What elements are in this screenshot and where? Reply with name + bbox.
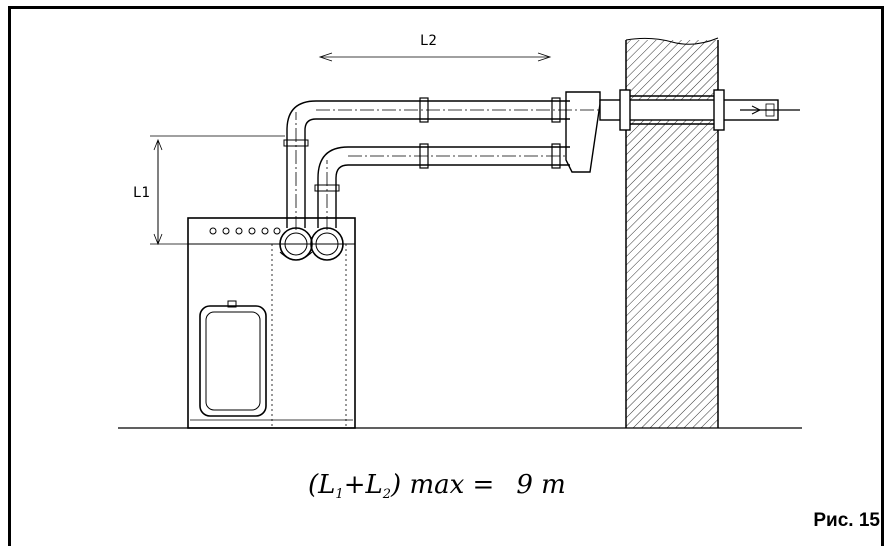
formula-sub-2: 2 bbox=[382, 487, 392, 502]
control-knobs bbox=[209, 227, 281, 235]
dimension-l1 bbox=[150, 135, 285, 246]
formula-max-text: max = bbox=[409, 470, 495, 500]
pipe-splitter bbox=[565, 91, 601, 173]
dimension-l2-label: L2 bbox=[420, 33, 437, 49]
formula-open: (L bbox=[308, 470, 336, 500]
wall-terminal bbox=[599, 89, 800, 131]
formula-value: 9 m bbox=[516, 470, 566, 500]
figure-frame bbox=[8, 6, 884, 546]
formula-plus: +L bbox=[343, 470, 383, 500]
formula-sub-1: 1 bbox=[335, 487, 344, 502]
max-length-formula: (L1+L2) max = 9 m bbox=[308, 470, 566, 502]
formula-close: ) bbox=[391, 470, 402, 500]
boiler-unit bbox=[187, 217, 356, 429]
dimension-l2 bbox=[318, 52, 552, 62]
intake-pipe bbox=[314, 143, 570, 228]
dimension-l1-label: L1 bbox=[133, 185, 150, 201]
figure-label: Рис. 15 bbox=[813, 510, 880, 531]
